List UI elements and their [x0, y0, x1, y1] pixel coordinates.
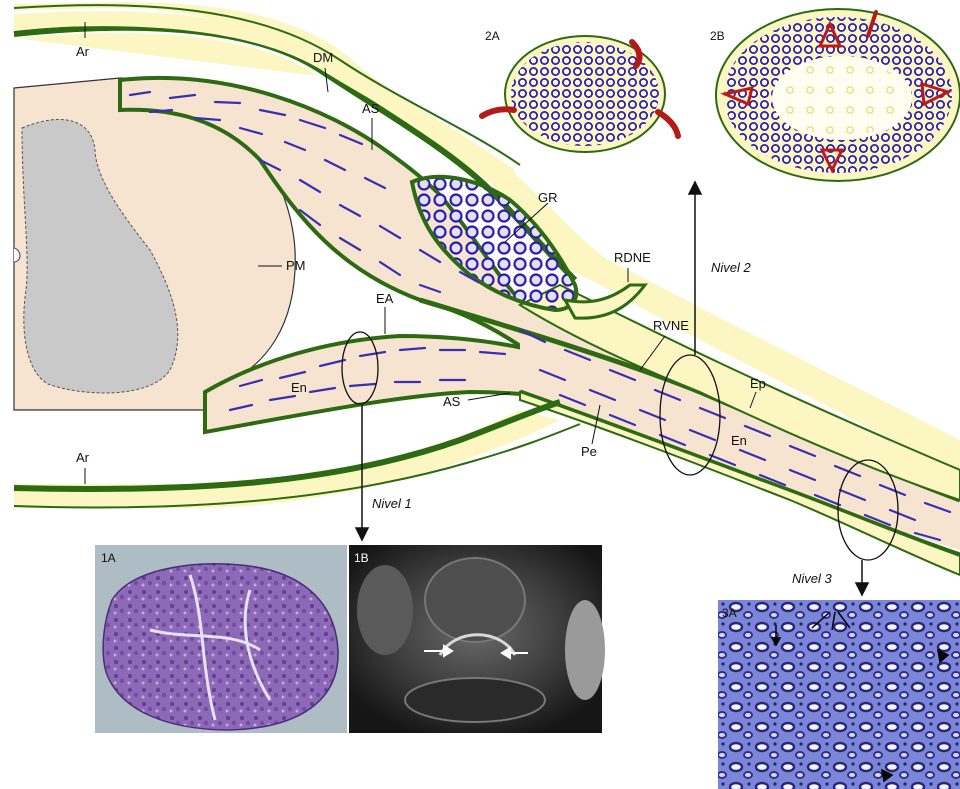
panel-2b	[716, 9, 960, 181]
panel-label-3a: 3A	[722, 606, 737, 620]
panel-label-2b: 2B	[710, 29, 725, 43]
label-ar-bottom: Ar	[76, 450, 90, 465]
panel-label-1b: 1B	[354, 551, 369, 565]
panel-3a	[718, 600, 960, 789]
label-nivel-2: Nivel 2	[711, 260, 752, 275]
vessel-2a-right	[658, 112, 678, 136]
panel-1b	[349, 545, 605, 733]
panel-label-1a: 1A	[101, 551, 116, 565]
label-en-left: En	[291, 380, 307, 395]
label-rvne: RVNE	[653, 318, 689, 333]
label-ar-top: Ar	[76, 44, 90, 59]
label-as-bottom: AS	[443, 394, 461, 409]
label-as-top: AS	[362, 101, 380, 116]
label-gr: GR	[538, 190, 558, 205]
label-en-right: En	[731, 433, 747, 448]
label-nivel-1: Nivel 1	[372, 496, 412, 511]
label-rdne: RDNE	[614, 250, 651, 265]
label-dm: DM	[313, 50, 333, 65]
label-ea: EA	[376, 291, 394, 306]
panel-label-2a: 2A	[485, 29, 500, 43]
label-pe: Pe	[581, 444, 597, 459]
label-ep: Ep	[750, 376, 766, 391]
label-nivel-3: Nivel 3	[792, 571, 833, 586]
dura-mater-lower	[14, 402, 580, 508]
panel-2a	[482, 36, 678, 152]
label-pm: PM	[286, 258, 306, 273]
panel-1a	[95, 545, 347, 733]
